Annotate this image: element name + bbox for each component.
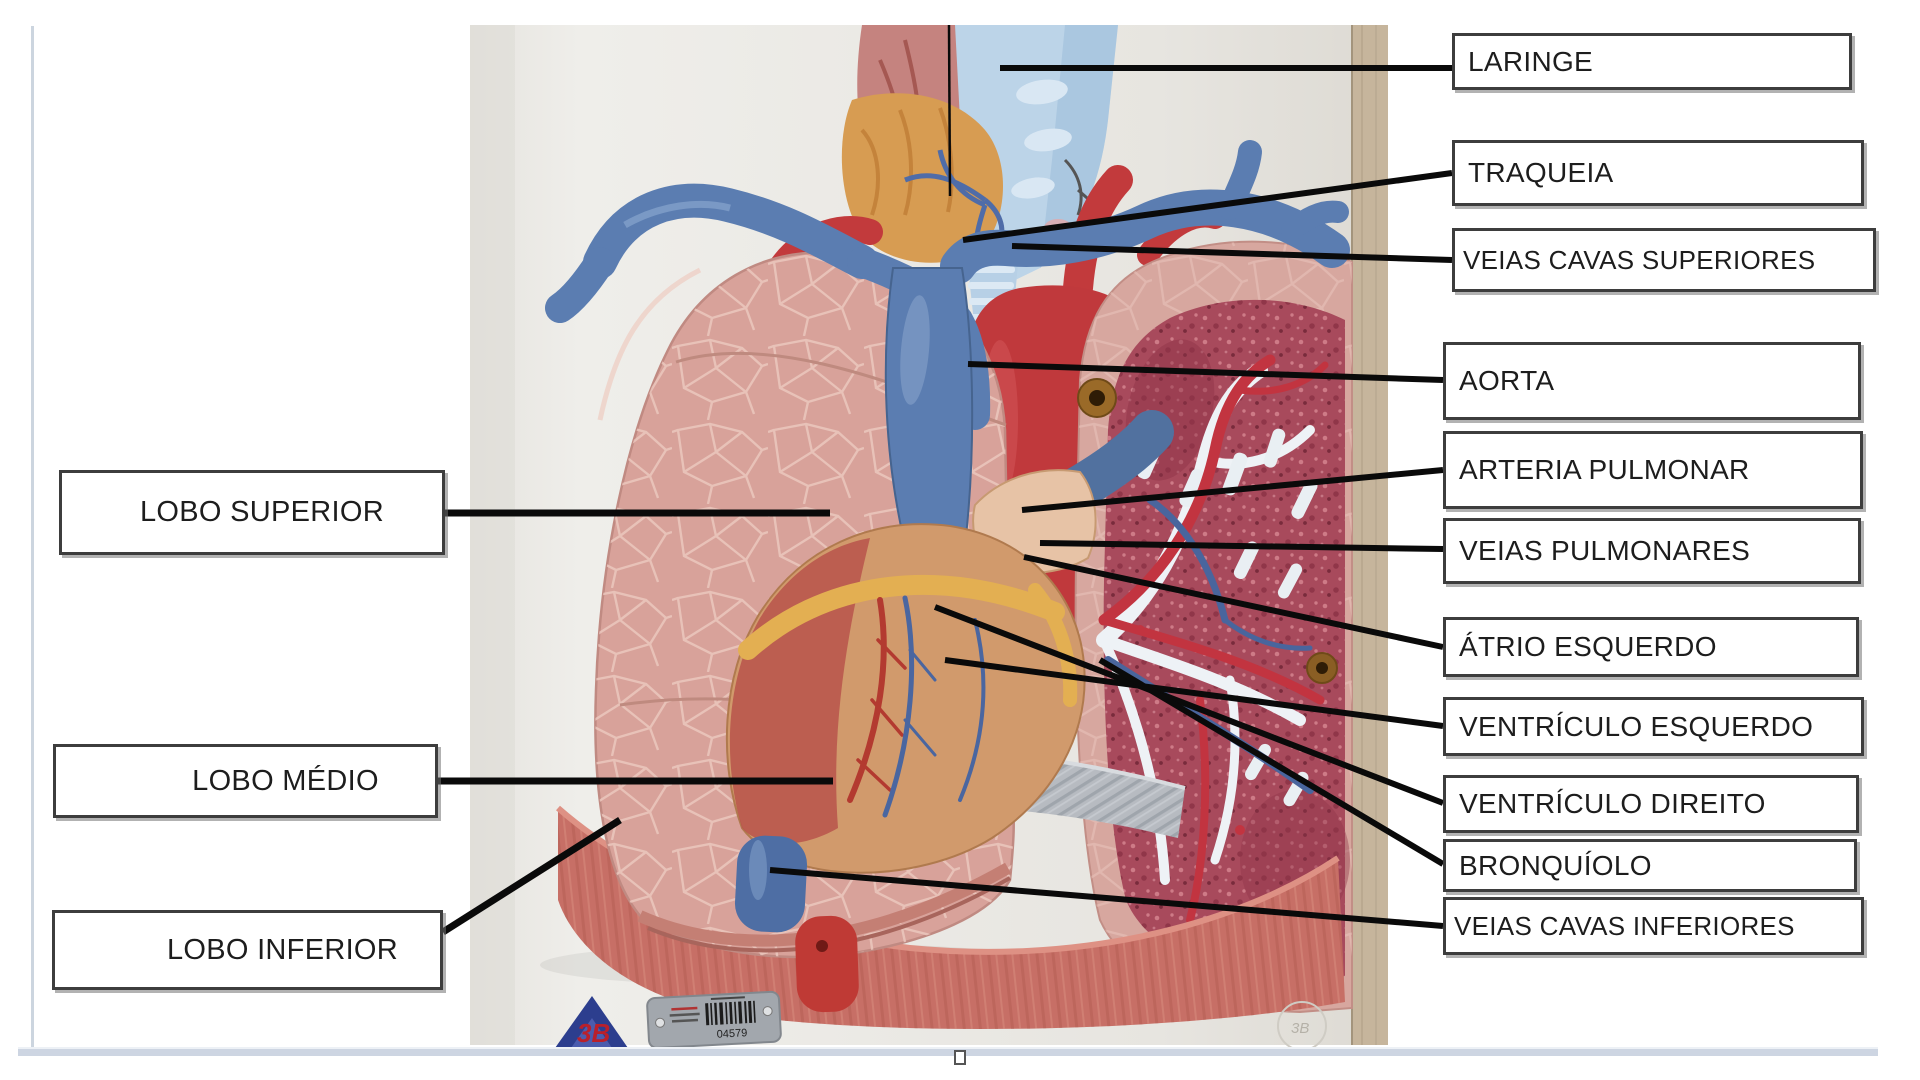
label-box-lobo-superior: LOBO SUPERIOR [59, 470, 445, 555]
label-box-aorta: AORTA [1443, 342, 1861, 420]
coronary-veins [882, 595, 986, 818]
bottom-scrollbar[interactable] [18, 1047, 1878, 1056]
label-text-aorta: AORTA [1459, 365, 1555, 396]
label-text-veias-pulmonares: VEIAS PULMONARES [1459, 535, 1751, 566]
watermark-text: 3B [1291, 1020, 1309, 1037]
leader-line [967, 361, 1444, 383]
leader-line [962, 170, 1453, 243]
mounting-bolt [1077, 378, 1338, 684]
page-left-rule [31, 26, 34, 1047]
label-text-atrio-esquerdo: ÁTRIO ESQUERDO [1459, 631, 1717, 662]
manufacturer-logo: 3B [555, 996, 628, 1048]
leader-line [769, 867, 1444, 929]
label-text-arteria-pulmonar: ARTERIA PULMONAR [1459, 454, 1750, 485]
label-box-ventriculo-esquerdo: VENTRÍCULO ESQUERDO [1443, 697, 1864, 756]
label-box-bronquiolo: BRONQUÍOLO [1443, 839, 1857, 892]
label-box-veias-cavas-inferiores: VEIAS CAVAS INFERIORES [1443, 897, 1864, 955]
label-text-laringe: LARINGE [1468, 45, 1594, 77]
label-box-veias-cavas-superiores: VEIAS CAVAS SUPERIORES [1452, 228, 1876, 292]
barcode [705, 1000, 756, 1026]
label-text-traqueia: TRAQUEIA [1468, 157, 1614, 188]
label-text-veias-cavas-superiores: VEIAS CAVAS SUPERIORES [1463, 244, 1816, 275]
coronary-arteries [847, 597, 907, 803]
leader-line [933, 604, 1445, 806]
leader-line [1039, 540, 1444, 552]
label-box-ventriculo-direito: VENTRÍCULO DIREITO [1443, 775, 1859, 833]
label-box-lobo-inferior: LOBO INFERIOR [52, 910, 443, 990]
leader-line [947, 24, 952, 197]
label-box-traqueia: TRAQUEIA [1452, 140, 1864, 206]
leader-line [1023, 554, 1444, 650]
left-brachiocephalic-veins [545, 183, 991, 546]
wood-strip [1352, 25, 1388, 1045]
label-box-arteria-pulmonar: ARTERIA PULMONAR [1443, 431, 1863, 509]
leader-line [944, 657, 1444, 729]
label-box-veias-pulmonares: VEIAS PULMONARES [1443, 518, 1861, 584]
label-text-lobo-superior: LOBO SUPERIOR [139, 496, 384, 528]
label-text-bronquiolo: BRONQUÍOLO [1459, 849, 1652, 881]
leader-line [1011, 243, 1453, 263]
inferior-vena-cava [734, 835, 808, 933]
leader-line [441, 817, 622, 935]
leader-line [1098, 657, 1445, 867]
inventory-tag: 04579 [646, 990, 782, 1049]
label-text-lobo-medio: LOBO MÉDIO [192, 764, 379, 797]
esophagus-tube [795, 915, 859, 1013]
label-box-laringe: LARINGE [1452, 33, 1852, 90]
resize-handle[interactable] [954, 1050, 966, 1065]
logo-text: 3B [577, 1018, 610, 1048]
leader-line [1021, 467, 1444, 513]
label-text-veias-cavas-inferiores: VEIAS CAVAS INFERIORES [1454, 910, 1795, 941]
label-text-lobo-inferior: LOBO INFERIOR [166, 933, 399, 966]
label-text-ventriculo-direito: VENTRÍCULO DIREITO [1459, 788, 1766, 819]
tag-number: 04579 [716, 1027, 747, 1041]
label-text-ventriculo-esquerdo: VENTRÍCULO ESQUERDO [1459, 710, 1814, 742]
larynx-trachea [841, 25, 1118, 332]
label-box-lobo-medio: LOBO MÉDIO [53, 744, 438, 818]
heart [725, 523, 1086, 874]
label-box-atrio-esquerdo: ÁTRIO ESQUERDO [1443, 617, 1859, 677]
